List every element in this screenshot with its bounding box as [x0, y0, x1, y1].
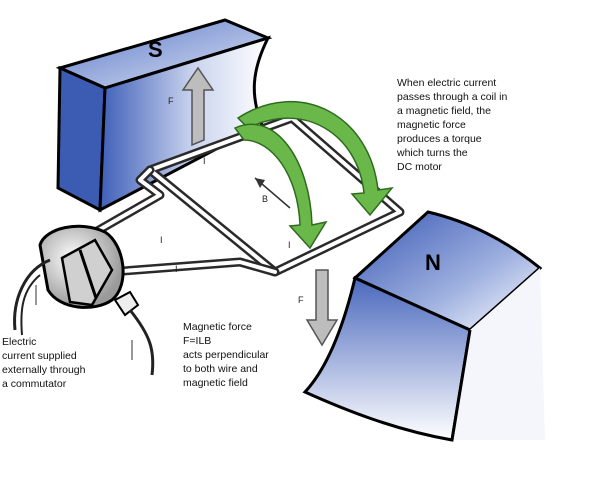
force-arrow-up: F	[168, 66, 215, 147]
field-label: B	[262, 194, 268, 204]
commutator-note-line: Electric	[2, 336, 36, 348]
north-magnet: N	[302, 210, 545, 442]
torque-note-line: which turns the	[396, 147, 468, 159]
torque-note-line: produces a torque	[397, 133, 482, 145]
torque-note-line: DC motor	[397, 161, 442, 173]
commutator-note: Electric current supplied externally thr…	[2, 336, 88, 390]
force-note: Magnetic force F=ILB acts perpendicular …	[183, 321, 272, 389]
south-magnet: S	[55, 18, 273, 213]
force-note-line: to both wire and	[183, 363, 258, 375]
force-arrow-down: F	[298, 269, 339, 347]
commutator	[13, 224, 155, 376]
torque-note-line: magnetic force	[397, 119, 466, 131]
force-label-up: F	[168, 96, 174, 106]
force-note-line: Magnetic force	[183, 321, 252, 333]
force-note-line: acts perpendicular	[183, 349, 269, 361]
current-label-5: I	[175, 264, 178, 274]
south-pole-label: S	[148, 37, 163, 62]
commutator-note-line: externally through	[2, 364, 86, 376]
current-label-1: I	[203, 156, 206, 166]
current-label-3: I	[288, 240, 291, 250]
torque-arrows	[233, 101, 394, 250]
force-note-line: magnetic field	[183, 377, 248, 389]
commutator-note-line: a commutator	[2, 378, 67, 390]
torque-note-line: passes through a coil in	[397, 91, 507, 103]
current-label-4: I	[160, 235, 163, 245]
north-pole-label: N	[425, 250, 441, 275]
force-label-down: F	[298, 295, 304, 305]
torque-note-line: When electric current	[397, 77, 496, 89]
force-note-line: F=ILB	[183, 335, 211, 347]
torque-note-line: a magnetic field, the	[397, 105, 491, 117]
field-arrow: B	[254, 177, 291, 209]
torque-note: When electric current passes through a c…	[396, 77, 510, 173]
commutator-note-line: current supplied	[2, 350, 77, 362]
